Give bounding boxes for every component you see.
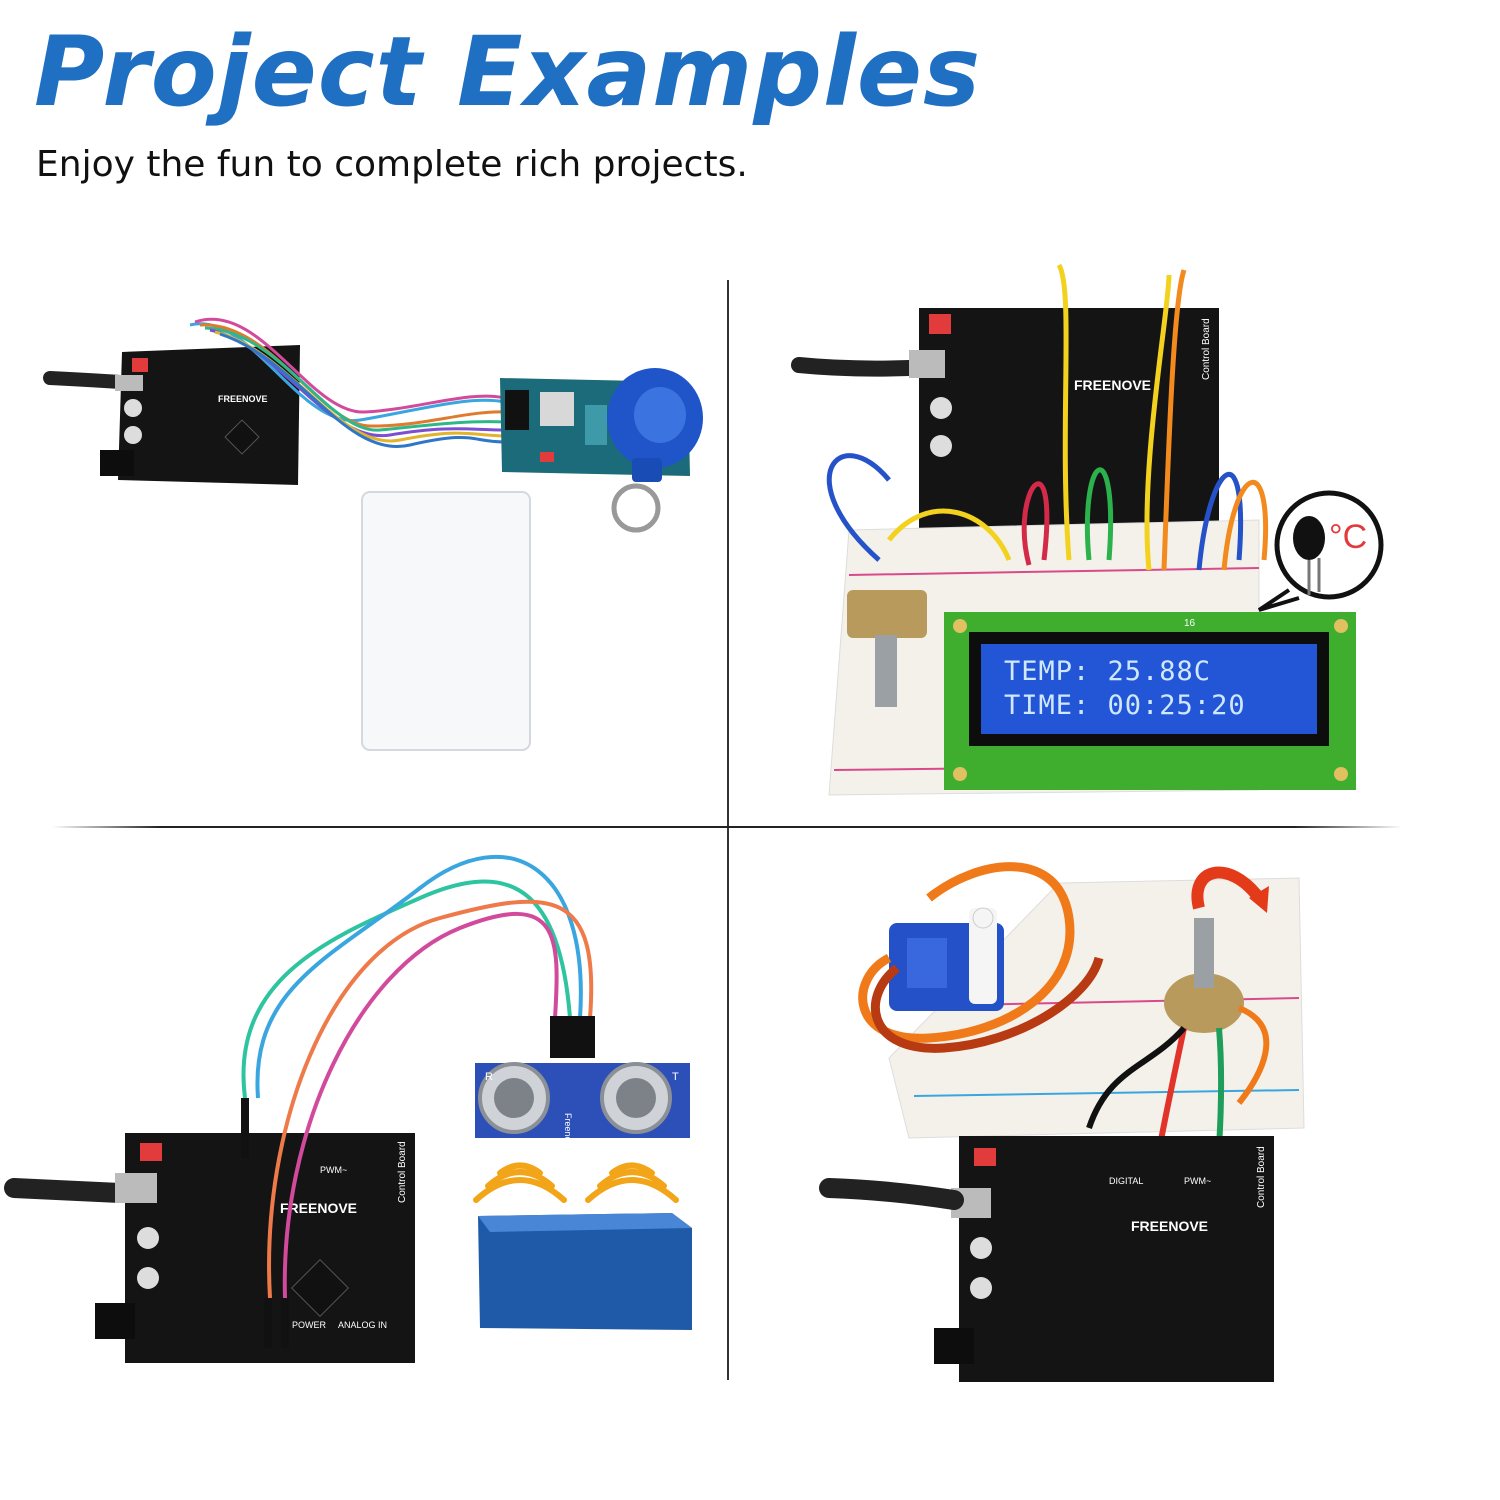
obstacle-block [478,1213,692,1330]
rotation-arrow [1191,866,1264,910]
control-board: FREENOVE Control Board POWER ANALOG IN P… [95,1133,415,1363]
board-logo: FREENOVE [1074,377,1151,393]
thermometer-scene: FREENOVE Control Board [791,263,1384,796]
thermistor-callout: °C [1257,490,1384,612]
project-thermometer-panel: FREENOVE Control Board [729,230,1500,826]
sensor-brand: Freenove [563,1113,573,1151]
ultrasonic-sensor: Freenove R T [475,1016,690,1151]
celsius-symbol: °C [1329,518,1367,556]
pwm-label: PWM~ [320,1165,347,1175]
pwm-label: PWM~ [1184,1176,1211,1186]
rfid-scene: FREENOVE [43,317,703,751]
board-label: Control Board [1256,1146,1267,1208]
project-rfid-panel: FREENOVE [0,230,727,826]
servo-motor [889,907,1004,1011]
control-board: FREENOVE [100,345,300,485]
sensor-right-letter: T [672,1071,679,1083]
potentiometer [847,590,927,707]
jumper-wires [826,263,1269,571]
lcd-line-1: TEMP: 25.88C [1004,656,1211,687]
servo-cables [858,862,1104,1053]
usb-cable [4,1178,130,1203]
board-logo: FREENOVE [280,1200,357,1216]
board-label: Control Board [397,1141,408,1203]
sound-waves [473,1162,679,1203]
usb-cable [819,1178,964,1210]
board-logo: FREENOVE [218,394,268,404]
analog-label: ANALOG IN [338,1320,387,1330]
jumper-wires [189,317,506,448]
rfid-card [361,491,531,751]
page-title: Project Examples [34,16,982,128]
power-label: POWER [292,1320,327,1330]
jumper-wires [241,854,594,1348]
board-label: Control Board [1201,318,1212,380]
ultrasonic-scene: FREENOVE Control Board POWER ANALOG IN P… [4,854,692,1363]
lcd-line-2: TIME: 00:25:20 [1004,690,1246,721]
rotation-arrowhead [1249,886,1269,913]
potentiometer [1164,918,1244,1033]
digital-label: DIGITAL [1109,1176,1143,1186]
horizontal-divider [52,826,1402,828]
servo-scene: FREENOVE Control Board DIGITAL PWM~ [819,862,1305,1382]
sensor-left-letter: R [485,1071,493,1083]
board-logo: FREENOVE [1131,1218,1208,1234]
usb-cable [791,357,917,377]
control-board: FREENOVE Control Board DIGITAL PWM~ [934,1136,1274,1382]
lcd-module: TEMP: 25.88C TIME: 00:25:20 16 [944,612,1356,790]
rfid-tag [607,368,703,533]
project-ultrasonic-panel: FREENOVE Control Board POWER ANALOG IN P… [0,828,727,1428]
page-subtitle: Enjoy the fun to complete rich projects. [36,144,748,185]
project-servo-panel: FREENOVE Control Board DIGITAL PWM~ [729,828,1500,1428]
usb-cable [43,371,127,389]
lcd-pin-label: 16 [1184,618,1196,629]
vertical-divider [727,280,729,1380]
